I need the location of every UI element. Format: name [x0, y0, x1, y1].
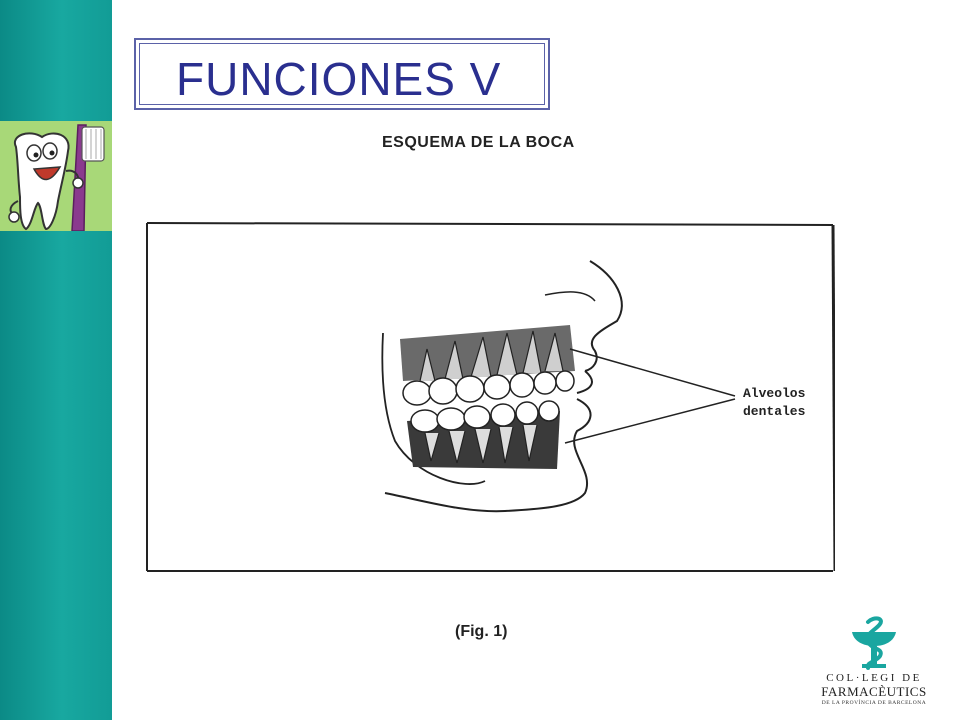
diagram-heading: ESQUEMA DE LA BOCA	[382, 134, 575, 151]
college-logo: COL·LEGI DE FARMACÈUTICS DE LA PROVÍNCIA…	[814, 612, 934, 712]
slide-title: FUNCIONES V	[176, 53, 502, 105]
pharmacy-cup-snake-icon	[852, 616, 896, 670]
logo-text-line2: FARMACÈUTICS	[821, 684, 927, 699]
left-sidebar	[0, 0, 112, 720]
label-alveolos: Alveolos	[743, 386, 806, 401]
logo-text-line1: COL·LEGI DE	[826, 672, 922, 684]
mouth-diagram: Alveolos dentales	[145, 221, 837, 573]
tooth-mascot-icon	[0, 121, 112, 232]
figure-caption: (Fig. 1)	[455, 623, 508, 640]
logo-text-line3: DE LA PROVÍNCIA DE BARCELONA	[821, 700, 927, 706]
label-dentales: dentales	[743, 404, 806, 419]
title-box: FUNCIONES V	[134, 38, 550, 110]
